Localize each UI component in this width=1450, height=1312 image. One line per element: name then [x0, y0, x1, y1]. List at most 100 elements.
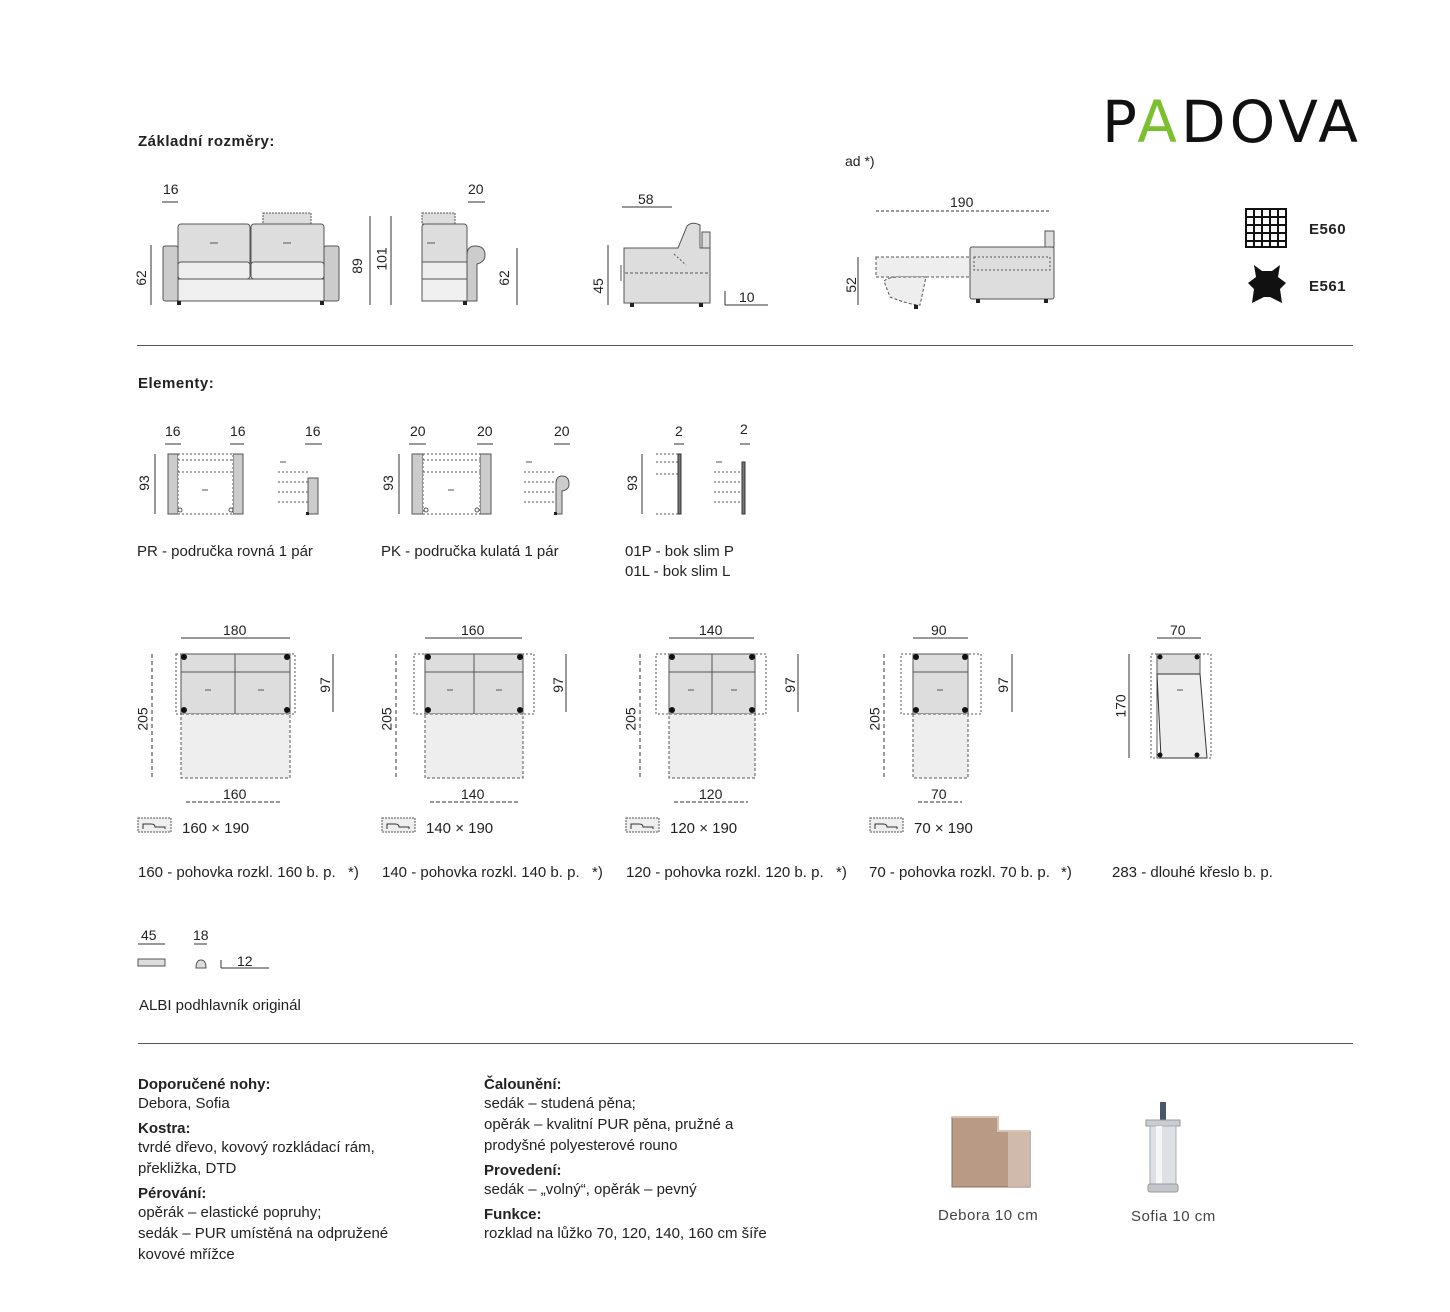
sofa-140-bed-size: 140 × 190: [426, 820, 494, 837]
sofa-70-depth: 205: [866, 707, 883, 731]
brand-prefix: P: [1102, 88, 1138, 156]
section-elements-title: Elementy:: [138, 375, 215, 392]
spec-heading: Funkce:: [484, 1206, 542, 1223]
bed-icon: [137, 817, 172, 833]
sofa-160-bed-size: 160 × 190: [182, 820, 250, 837]
sofa-140-back: 97: [549, 677, 566, 693]
dim-leg: 10: [739, 289, 755, 305]
bed-icon: [869, 817, 904, 833]
slim-side-drawing: [641, 443, 750, 515]
sofa-120-depth: 205: [622, 707, 639, 731]
pk-dim-2: 20: [477, 423, 493, 439]
sofa-70-back: 97: [994, 677, 1011, 693]
spec-value: prodyšné polyesterové rouno: [484, 1137, 678, 1154]
material-code-e561: E561: [1309, 278, 1347, 295]
section-basic-title: Základní rozměry:: [138, 133, 275, 150]
sofa-160-label: 160 - pohovka rozkl. 160 b. p.: [138, 864, 336, 881]
brand-accent: A: [1137, 88, 1181, 156]
dim-bed-length: 190: [950, 194, 974, 210]
sofa-70-drawing: [883, 637, 1013, 803]
sofa-140-label: 140 - pohovka rozkl. 140 b. p.: [382, 864, 580, 881]
sofia-leg-label: Sofia 10 cm: [1131, 1208, 1216, 1225]
divider-top: [137, 345, 1353, 346]
pillow-label: ALBI podhlavník originál: [139, 997, 301, 1014]
brand-suffix: DOVA: [1180, 88, 1362, 156]
debora-leg-label: Debora 10 cm: [938, 1207, 1039, 1224]
pk-label: PK - područka kulatá 1 pár: [381, 543, 559, 560]
sofa-140-width: 160: [461, 622, 485, 638]
slim-dim-height: 93: [623, 475, 640, 491]
pk-dim-1: 20: [410, 423, 426, 439]
spec-value: sedák – „volný“, opěrák – pevný: [484, 1181, 697, 1198]
leather-hide-icon: [1248, 265, 1286, 303]
spec-value: kovové mřížce: [138, 1246, 235, 1263]
spec-value: sedák – PUR umístěná na odpružené: [138, 1225, 389, 1242]
sofa-160-width: 180: [223, 622, 247, 638]
pk-dim-height: 93: [379, 475, 396, 491]
chaise-label: 283 - dlouhé křeslo b. p.: [1112, 864, 1273, 881]
pr-label: PR - područka rovná 1 pár: [137, 543, 313, 560]
armrest-pk-drawing: [398, 443, 570, 515]
fabric-weave-icon: [1245, 208, 1287, 248]
sofa-160-depth: 205: [134, 707, 151, 731]
sofa-70-width: 90: [931, 622, 947, 638]
spec-heading: Pérování:: [138, 1185, 207, 1202]
spec-value: tvrdé dřevo, kovový rozkládací rám,: [138, 1139, 375, 1156]
debora-leg-image: [951, 1116, 1031, 1188]
sofa-120-bed-width: 120: [699, 786, 723, 802]
specs-right: Čalounění: sedák – studená pěna; opěrák …: [484, 1076, 844, 1244]
divider-bottom: [138, 1043, 1353, 1044]
sofa-140-drawing: [395, 637, 567, 803]
sofa-120-bed-size: 120 × 190: [670, 820, 738, 837]
spec-value: opěrák – elastické popruhy;: [138, 1204, 322, 1221]
specs-left: Doporučené nohy: Debora, Sofia Kostra: t…: [138, 1076, 458, 1265]
dim-side-seat: 62: [495, 270, 512, 286]
sofa-120-back: 97: [781, 677, 798, 693]
sofa-120-drawing: [639, 637, 799, 803]
spec-value: sedák – studená pěna;: [484, 1095, 636, 1112]
chaise-drawing: [1128, 637, 1212, 759]
slim-dim-2: 2: [740, 421, 748, 437]
bed-view-drawing: [857, 210, 1055, 309]
spec-heading: Provedení:: [484, 1162, 562, 1179]
slim-dim-1: 2: [675, 423, 683, 439]
pr-dim-3: 16: [305, 423, 321, 439]
dim-side-h2: 101: [373, 247, 390, 271]
sofa-70-note: *): [1061, 864, 1072, 881]
spec-heading: Kostra:: [138, 1120, 191, 1137]
brand-logo: PADOVA: [1102, 88, 1362, 156]
side-view-drawing: [369, 201, 518, 305]
bed-icon: [625, 817, 660, 833]
spec-value: Debora, Sofia: [138, 1095, 230, 1112]
sofa-160-drawing: [151, 637, 334, 803]
sofa-120-label: 120 - pohovka rozkl. 120 b. p.: [626, 864, 824, 881]
sofa-70-bed-size: 70 × 190: [914, 820, 973, 837]
sofa-120-width: 140: [699, 622, 723, 638]
material-code-e560: E560: [1309, 221, 1347, 238]
sofa-140-bed-width: 140: [461, 786, 485, 802]
sofa-70-label: 70 - pohovka rozkl. 70 b. p.: [869, 864, 1050, 881]
dim-front-arm: 16: [163, 181, 179, 197]
pr-dim-height: 93: [135, 475, 152, 491]
dim-front-height: 62: [132, 270, 149, 286]
armrest-pr-drawing: [154, 443, 322, 515]
sofa-70-bed-width: 70: [931, 786, 947, 802]
pillow-height: 12: [237, 953, 253, 969]
dim-depth: 58: [638, 191, 654, 207]
dim-seat-height: 45: [589, 278, 606, 294]
sofa-120-note: *): [836, 864, 847, 881]
chaise-depth: 170: [1112, 694, 1129, 718]
spec-heading: Doporučené nohy:: [138, 1076, 271, 1093]
bed-icon: [381, 817, 416, 833]
dim-side-h1: 89: [348, 258, 365, 274]
spec-value: rozklad na lůžko 70, 120, 140, 160 cm ší…: [484, 1225, 767, 1242]
spec-value: opěrák – kvalitní PUR pěna, pružné a: [484, 1116, 734, 1133]
depth-view-drawing: [607, 206, 768, 307]
pillow-drawing: [137, 943, 269, 969]
sofa-140-note: *): [592, 864, 603, 881]
sofa-160-note: *): [348, 864, 359, 881]
pr-dim-2: 16: [230, 423, 246, 439]
sofa-160-bed-width: 160: [223, 786, 247, 802]
dim-bed-height: 52: [842, 277, 859, 293]
pillow-depth: 18: [193, 927, 209, 943]
